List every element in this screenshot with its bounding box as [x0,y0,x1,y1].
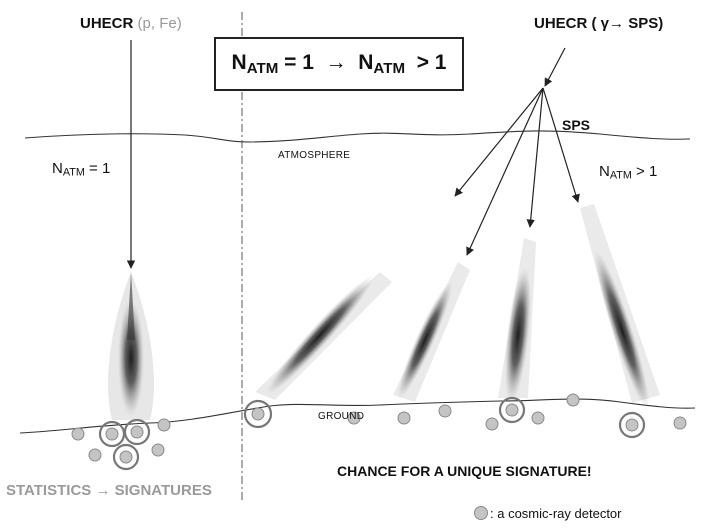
detector [485,417,499,431]
detector [251,407,265,421]
right-source-name: UHECR [534,15,588,32]
detector [71,427,85,441]
shower-inclined-3 [498,238,536,403]
triggered-ring [243,399,273,429]
legend-text: : a cosmic-ray detector [490,506,622,521]
detector [347,411,361,425]
sps-label: SPS [562,117,591,133]
equation-lhs-rest: = 1 → [278,51,359,75]
detector [157,418,171,432]
triggered-ring [98,420,126,448]
shower-vertical [108,272,154,420]
triggered-ring [123,418,151,446]
legend: : a cosmic-ray detector [474,506,622,521]
equation-rhs-base: N [358,51,374,75]
shower-inclined-2 [393,262,470,402]
detector [673,416,687,430]
left-source-particles: (p, Fe) [137,15,182,32]
detector [105,427,119,441]
sps-arrows [454,87,580,256]
left-natm-sub: ATM [62,166,85,179]
triggered-ring [618,411,646,439]
right-source-label: UHECR ( γ→ SPS) [534,15,663,32]
detector-legend-icon [474,506,488,520]
sps-arrow-2 [466,87,544,256]
right-source-process: ( γ→ SPS) [591,15,664,32]
shower-inclined-4 [580,204,660,410]
triggered-rings [98,396,646,471]
detector [130,425,144,439]
right-natm-label: NATM > 1 [599,163,657,182]
sps-arrow-1 [454,87,544,197]
sps-arrow-3 [526,87,544,228]
sps-arrow-4 [542,87,580,203]
atmosphere-label: ATMOSPHERE [278,150,351,161]
detector [151,443,165,457]
detector [625,418,639,432]
equation-rhs: NATM > 1 [358,51,446,77]
detector [119,450,133,464]
equation-rhs-rest: > 1 [405,51,447,75]
equation-lhs: NATM = 1 → [232,51,359,77]
equation-lhs-sub: ATM [246,59,279,77]
equation-rhs-sub: ATM [373,59,406,77]
left-source-name: UHECR [80,15,134,32]
equation-box: NATM = 1 → NATM > 1 [214,37,464,91]
primary-arrow-right [544,47,566,87]
shower-inclined-1 [255,272,392,400]
right-caption: CHANCE FOR A UNIQUE SIGNATURE! [337,463,592,479]
triggered-ring [112,443,140,471]
equation-lhs-base: N [231,51,247,75]
detector [505,403,519,417]
left-natm-rest: = 1 [84,160,111,177]
triggered-ring [498,396,526,424]
detector [397,411,411,425]
ground-line [19,398,696,434]
detector [88,448,102,462]
atmosphere-line [24,130,691,143]
left-natm-label: NATM = 1 [52,160,110,179]
ground-label: GROUND [318,411,365,422]
right-natm-base: N [599,163,610,180]
right-natm-rest: > 1 [631,163,658,180]
detector [531,411,545,425]
left-source-label: UHECR (p, Fe) [80,15,182,32]
detectors [71,393,687,464]
right-natm-sub: ATM [609,169,632,182]
left-natm-base: N [52,160,63,177]
detector [438,404,452,418]
left-caption: STATISTICS → SIGNATURES [6,482,212,499]
detector [566,393,580,407]
